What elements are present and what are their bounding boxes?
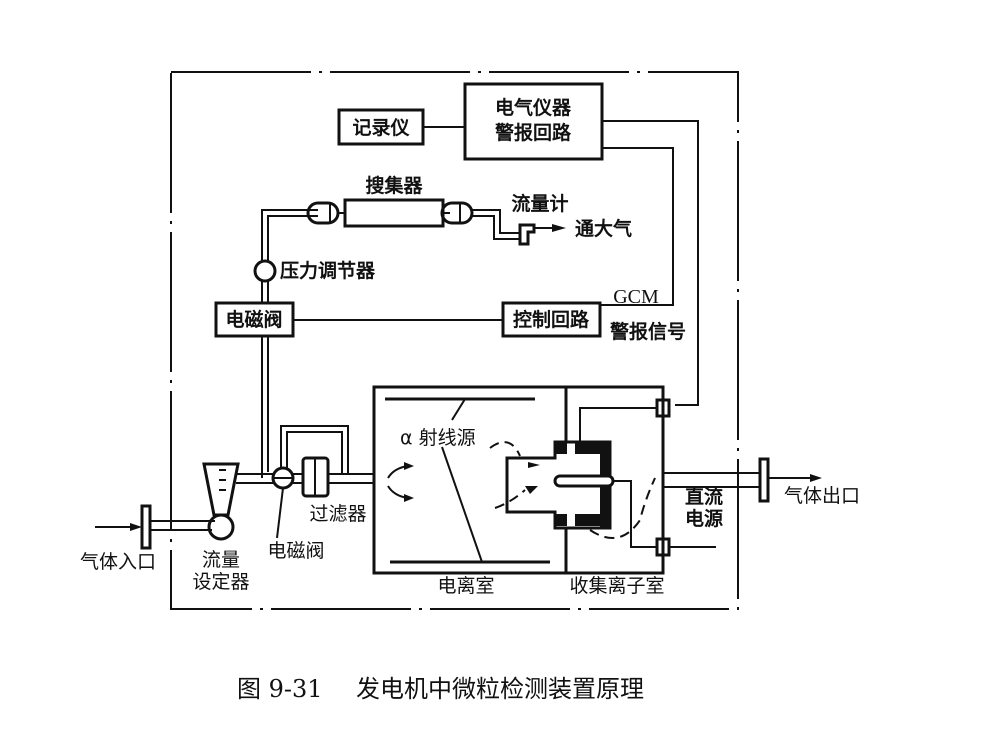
pressure-regulator-icon <box>253 259 277 283</box>
solenoid-valve-bottom-label: 电磁阀 <box>267 540 324 562</box>
gcm-label: GCM <box>613 286 659 308</box>
filter-bypass-outer <box>280 425 349 474</box>
collector-tube <box>343 198 445 228</box>
inlet-flange <box>140 504 152 550</box>
alarm-wire-outer <box>602 120 699 406</box>
control-circuit-label: 控制回路 <box>513 308 590 331</box>
inlet-arrow-icon <box>130 523 142 531</box>
solenoid-leader <box>276 487 284 539</box>
filter-label: 过滤器 <box>309 503 366 525</box>
recorder-box <box>337 108 425 146</box>
alarm-circuit-label-2: 警报回路 <box>495 121 572 144</box>
arrow-to-atmosphere-icon <box>552 224 566 232</box>
flow-setter-label-2: 设定器 <box>192 571 249 593</box>
flow-setter-float <box>207 513 235 541</box>
collector-label: 搜集器 <box>365 174 423 197</box>
filter-bypass-inner <box>286 431 343 474</box>
ionization-chamber-label: 电离室 <box>437 575 494 597</box>
outlet-flange <box>758 457 770 503</box>
alarm-signal-label: 警报信号 <box>610 320 686 343</box>
pipe-top-left-b <box>267 215 318 262</box>
flowmeter-label: 流量计 <box>511 192 568 215</box>
ion-flow-path <box>589 477 656 539</box>
gas-inlet-label: 气体入口 <box>80 551 156 573</box>
figure-number: 图 9-31 <box>237 675 323 703</box>
pipe-to-flowmeter-b <box>472 215 520 240</box>
pipe-top-left-a <box>261 209 318 262</box>
gas-outlet-label: 气体出口 <box>784 485 860 507</box>
figure-title: 发电机中微粒检测装置原理 <box>356 675 644 703</box>
alpha-source-label: α 射线源 <box>400 427 476 449</box>
pipe-to-flowmeter-a <box>472 209 520 234</box>
pressure-regulator-label: 压力调节器 <box>280 259 376 282</box>
dc-power-label-1: 直流 <box>685 485 723 508</box>
recorder-label: 记录仪 <box>352 117 410 139</box>
enclosure-border <box>170 71 739 610</box>
solenoid-valve-box <box>214 301 295 338</box>
control-circuit-box <box>501 301 602 338</box>
ion-collection-chamber-label: 收集离子室 <box>569 575 664 597</box>
alarm-wire-gcm <box>600 147 674 306</box>
to-atmosphere-label: 通大气 <box>575 217 632 240</box>
flowmeter-icon <box>518 223 536 246</box>
terminal-top <box>655 398 671 418</box>
collector-coupler-left <box>306 201 340 225</box>
dc-power-label-2: 电源 <box>685 507 723 530</box>
flow-setter-tube <box>202 462 240 517</box>
collector-coupler-right <box>440 201 474 225</box>
flow-setter-label-1: 流量 <box>202 549 240 571</box>
alarm-circuit-label-1: 电气仪器 <box>495 96 572 119</box>
outlet-arrow-icon <box>810 474 822 482</box>
solenoid-valve-label: 电磁阀 <box>225 308 282 331</box>
